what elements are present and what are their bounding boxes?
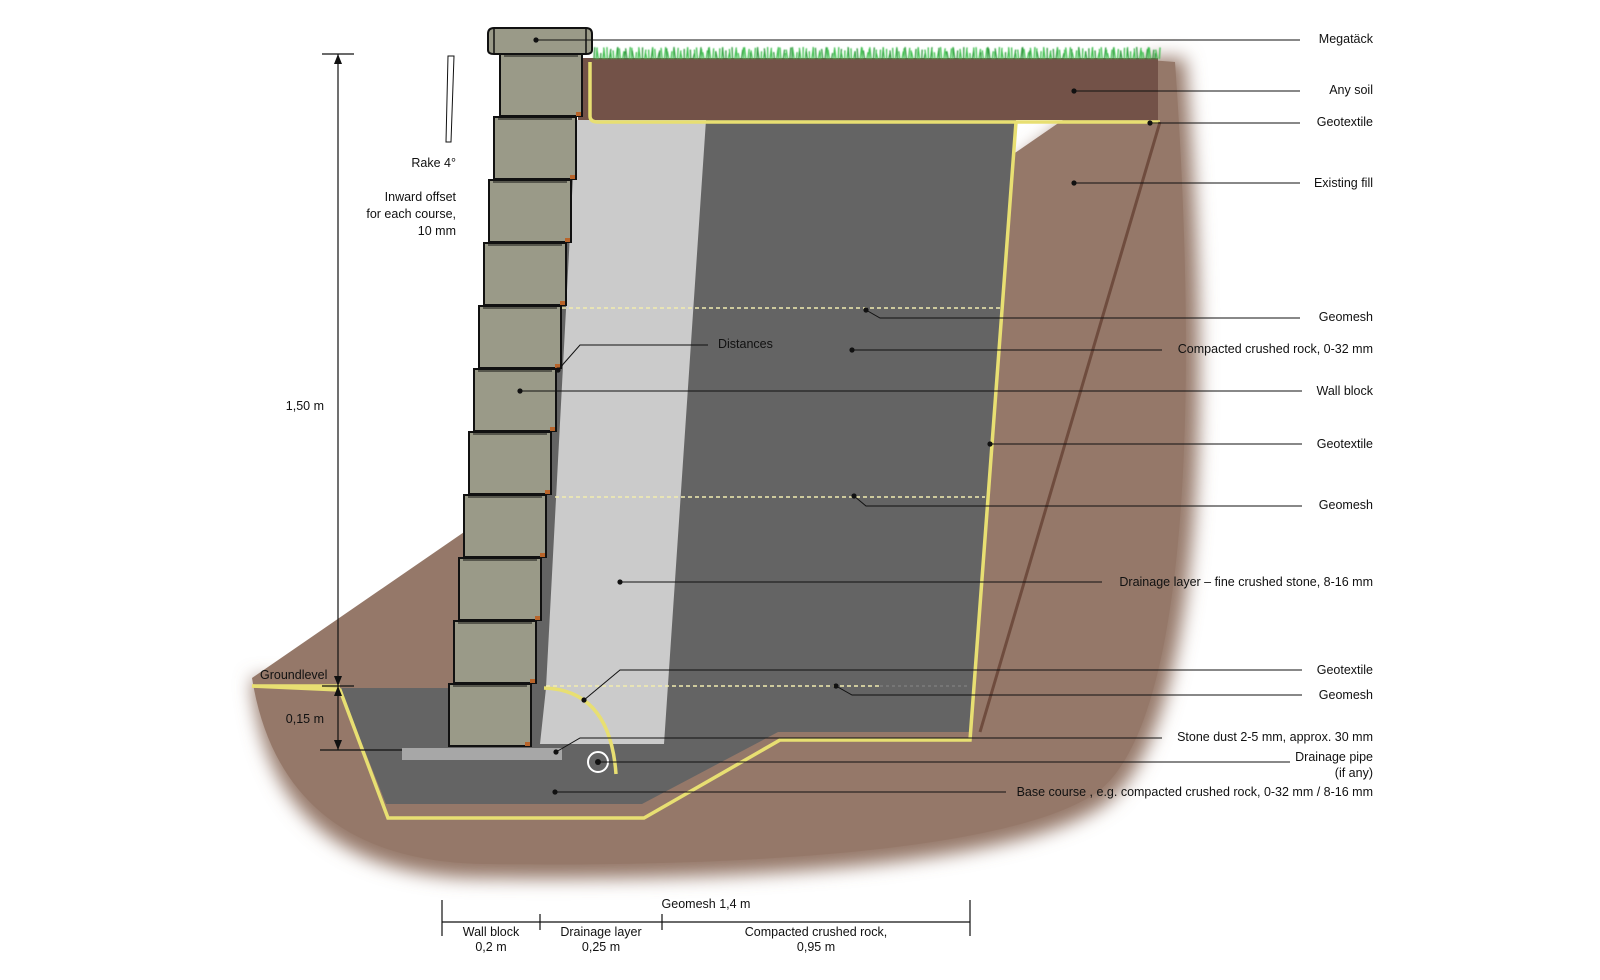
drainage-width-label-1: Drainage layer xyxy=(560,925,641,939)
rock-width-label-2: 0,95 m xyxy=(797,940,835,954)
label-existing-fill: Existing fill xyxy=(1314,176,1373,190)
wall-block xyxy=(478,305,562,369)
rake-label: Rake 4° xyxy=(411,156,456,170)
wall-block xyxy=(463,494,547,558)
label-geomesh-low: Geomesh xyxy=(1319,688,1373,702)
height-dimension xyxy=(320,53,402,751)
wall-block xyxy=(483,242,567,306)
wall-block xyxy=(499,53,583,117)
wall-block-width-label-1: Wall block xyxy=(463,925,520,939)
label-geotextile-top: Geotextile xyxy=(1317,115,1373,129)
rock-width-label-1: Compacted crushed rock, xyxy=(745,925,887,939)
drainage-layer-area xyxy=(540,120,706,744)
label-geomesh-mid: Geomesh xyxy=(1319,498,1373,512)
wall-block xyxy=(468,431,552,495)
wall-block xyxy=(458,557,542,621)
label-drainage-layer: Drainage layer – fine crushed stone, 8-1… xyxy=(1119,575,1373,589)
base-depth-label: 0,15 m xyxy=(286,712,324,726)
label-geotextile-mid: Geotextile xyxy=(1317,437,1373,451)
wall-block xyxy=(448,683,532,747)
rake-indicator xyxy=(445,55,455,143)
callout-leaders xyxy=(517,37,1302,795)
grass-strip xyxy=(593,46,1161,60)
label-wall-block: Wall block xyxy=(1317,384,1374,398)
groundlevel-label: Groundlevel xyxy=(260,668,327,682)
label-compacted-rock: Compacted crushed rock, 0-32 mm xyxy=(1178,342,1373,356)
label-megatack: Megatäck xyxy=(1319,32,1374,46)
geotextile-pipe-wrap xyxy=(543,686,618,775)
offset-label-2: for each course, xyxy=(366,207,456,221)
height-label: 1,50 m xyxy=(286,399,324,413)
label-geotextile-low: Geotextile xyxy=(1317,663,1373,677)
backslope-line xyxy=(978,121,1162,733)
any-soil-layer xyxy=(578,58,1158,120)
geomesh-width-label: Geomesh 1,4 m xyxy=(662,897,751,911)
wall-block xyxy=(488,179,572,243)
wall-block-stack xyxy=(448,53,583,747)
drainage-width-label-2: 0,25 m xyxy=(582,940,620,954)
label-drainage-pipe-2: (if any) xyxy=(1335,766,1373,780)
geotextile-back-line xyxy=(251,121,1018,820)
label-distances: Distances xyxy=(718,337,773,351)
offset-label-3: 10 mm xyxy=(418,224,456,238)
label-geomesh-upper: Geomesh xyxy=(1319,310,1373,324)
label-drainage-pipe-1: Drainage pipe xyxy=(1295,750,1373,764)
wall-block xyxy=(493,116,577,180)
geotextile-top-line xyxy=(588,62,1160,124)
wall-block xyxy=(473,368,557,432)
wall-block xyxy=(453,620,537,684)
offset-label-1: Inward offset xyxy=(385,190,457,204)
stone-dust-strip xyxy=(402,748,562,760)
label-any-soil: Any soil xyxy=(1329,83,1373,97)
label-stone-dust: Stone dust 2-5 mm, approx. 30 mm xyxy=(1177,730,1373,744)
bottom-dimension-bar xyxy=(441,900,971,936)
label-base-course: Base course , e.g. compacted crushed roc… xyxy=(1017,785,1373,799)
wall-block-width-label-2: 0,2 m xyxy=(475,940,506,954)
megatack-cap xyxy=(487,27,593,55)
